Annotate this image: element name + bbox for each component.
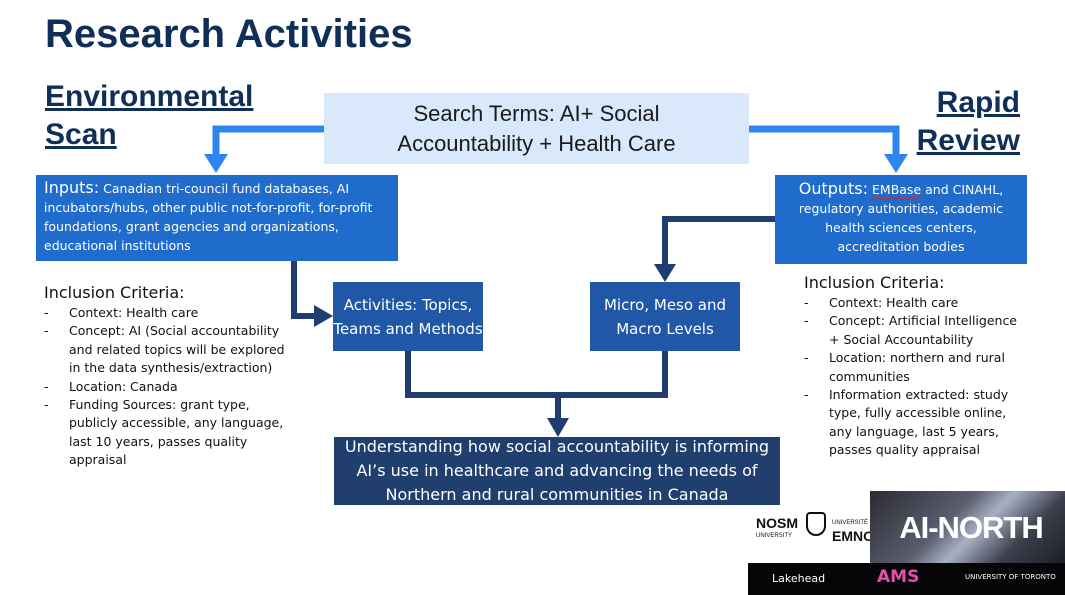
partners-logo-bar <box>748 563 1065 595</box>
list-item: Location: Canada <box>44 378 289 397</box>
environmental-scan-heading: Environmental Scan <box>45 78 253 154</box>
left-inclusion-criteria: Inclusion Criteria: Context: Health care… <box>44 283 289 470</box>
lakehead-logo: Lakehead <box>772 572 826 585</box>
rapid-review-line1: Rapid <box>936 86 1020 119</box>
arrow-search-to-inputs <box>212 125 324 160</box>
result-text: Understanding how social accountability … <box>344 437 770 504</box>
environmental-scan-line1: Environmental <box>45 80 254 113</box>
arrowhead-levels <box>654 264 676 282</box>
levels-box: Micro, Meso and Macro Levels <box>590 282 740 351</box>
arrow-inputs-to-activities <box>291 261 318 319</box>
nosm-logo: NOSM UNIVERSITY <box>756 515 798 543</box>
right-criteria-title: Inclusion Criteria: <box>804 273 945 292</box>
right-inclusion-criteria: Inclusion Criteria: Context: Health care… <box>804 273 1029 460</box>
page-title: Research Activities <box>45 12 413 56</box>
rapid-review-heading: Rapid Review <box>917 84 1020 160</box>
left-criteria-list: Context: Health care Concept: AI (Social… <box>44 304 289 470</box>
levels-text: Micro, Meso and Macro Levels <box>603 295 727 338</box>
emno-logo: UNIVERSITÉ EMNO <box>832 517 874 543</box>
list-item: Funding Sources: grant type, publicly ac… <box>44 396 289 470</box>
ai-north-logo-text: AI-NORTH <box>899 510 1044 545</box>
list-item: Information extracted: study type, fully… <box>804 386 1029 460</box>
ai-north-banner <box>870 491 1065 563</box>
list-item: Context: Health care <box>44 304 289 323</box>
arrow-outputs-to-levels <box>662 216 775 268</box>
environmental-scan-line2: Scan <box>45 118 117 151</box>
crest-icon <box>806 512 826 536</box>
emno-logo-sub: UNIVERSITÉ <box>832 520 869 526</box>
search-terms-box: Search Terms: AI+ Social Accountability … <box>324 93 749 164</box>
arrow-activities-merge <box>405 351 558 398</box>
activities-text: Activities: Topics, Teams and Methods <box>333 295 483 338</box>
arrow-levels-merge <box>558 351 668 398</box>
inputs-label: Inputs: <box>44 178 100 197</box>
emno-logo-text: EMNO <box>832 528 874 544</box>
nosm-logo-text: NOSM <box>756 515 798 531</box>
outputs-text: and CINAHL, regulatory authorities, acad… <box>798 182 1004 254</box>
list-item: Context: Health care <box>804 294 1029 313</box>
rapid-review-line2: Review <box>916 124 1020 157</box>
arrowhead-outputs <box>884 154 908 173</box>
utoronto-logo: UNIVERSITY OF TORONTO <box>965 573 1056 581</box>
ams-logo: AMS <box>877 567 920 587</box>
arrowhead-activities <box>314 305 333 327</box>
list-item: Concept: AI (Social accountability and r… <box>44 322 289 377</box>
list-item: Concept: Artificial Intelligence + Socia… <box>804 312 1029 349</box>
arrowhead-inputs <box>204 154 228 173</box>
search-terms-text: Search Terms: AI+ Social Accountability … <box>397 100 676 156</box>
left-criteria-title: Inclusion Criteria: <box>44 283 185 302</box>
inputs-text: Canadian tri-council fund databases, AI … <box>44 181 373 253</box>
arrowhead-result <box>547 418 569 437</box>
arrow-search-to-outputs <box>749 125 900 160</box>
activities-box: Activities: Topics, Teams and Methods <box>333 282 483 351</box>
right-criteria-list: Context: Health care Concept: Artificial… <box>804 294 1029 460</box>
nosm-logo-sub: UNIVERSITY <box>756 533 793 539</box>
list-item: Location: northern and rural communities <box>804 349 1029 386</box>
inputs-box: Inputs: Canadian tri-council fund databa… <box>36 175 398 261</box>
outputs-embase: EMBase <box>872 182 922 197</box>
outputs-box: Outputs: EMBase and CINAHL, regulatory a… <box>775 175 1027 264</box>
outputs-label: Outputs: <box>798 179 869 198</box>
result-box: Understanding how social accountability … <box>334 437 780 505</box>
